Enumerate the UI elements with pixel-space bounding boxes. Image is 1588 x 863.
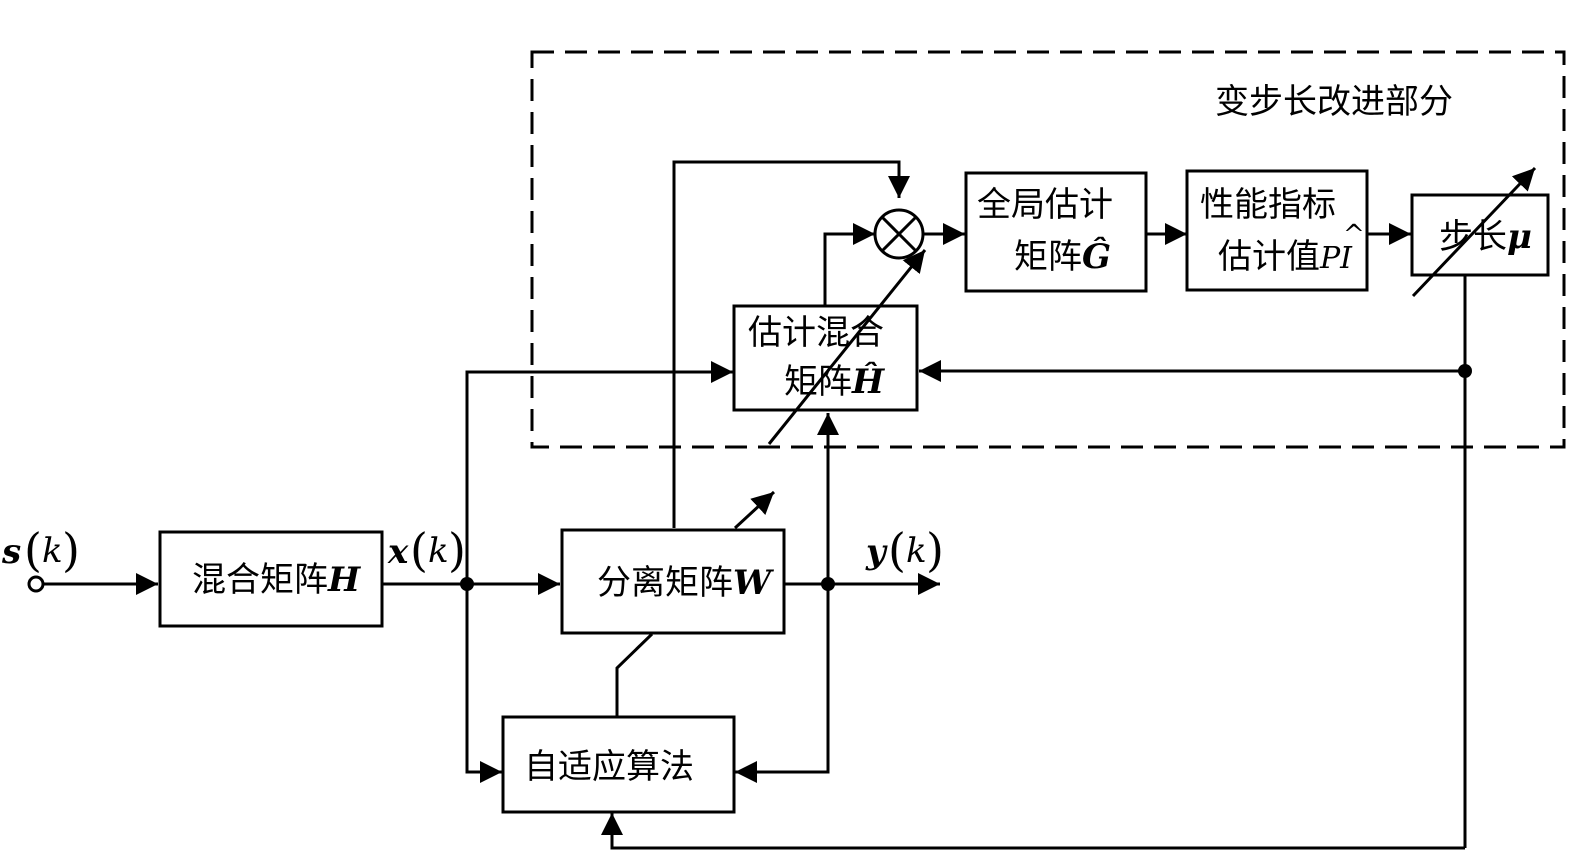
wire-step-to-adaptive [612, 813, 1465, 848]
svg-text:(: ( [410, 523, 428, 577]
performance-index-line2: 估计值PI [1218, 237, 1353, 277]
step-size-label: 步长μ [1439, 217, 1532, 257]
wire-adaptive-to-separation [617, 634, 652, 716]
separation-matrix-label: 分离矩阵W [597, 563, 774, 603]
estimate-mixing-line1: 估计混合 [748, 313, 884, 353]
tunable-arrow-separation [735, 492, 774, 528]
svg-text:s: s [1, 532, 21, 572]
region-label: 变步长改进部分 [1215, 82, 1453, 122]
signal-y: y ( k ) [865, 523, 944, 577]
signal-x: x ( k ) [387, 523, 466, 577]
svg-text:k: k [906, 531, 927, 571]
estimate-mixing-line2: 矩阵Ĥ [784, 361, 886, 402]
performance-index-line1: 性能指标 [1200, 185, 1336, 225]
svg-text:(: ( [24, 523, 42, 577]
svg-text:x: x [387, 532, 409, 572]
svg-text:): ) [448, 523, 466, 577]
mixing-matrix-label: 混合矩阵H [192, 560, 362, 600]
performance-index-hat: ^ [1343, 220, 1365, 250]
svg-text:k: k [428, 531, 449, 571]
global-estimate-line1: 全局估计 [977, 185, 1113, 225]
adaptive-algorithm-label: 自适应算法 [524, 747, 694, 787]
svg-text:k: k [42, 531, 63, 571]
multiplier-node [875, 210, 923, 258]
global-estimate-line2: 矩阵Ĝ [1014, 236, 1111, 277]
svg-text:y: y [865, 532, 888, 572]
input-terminal [29, 577, 43, 591]
svg-text:): ) [62, 523, 80, 577]
wire-estimate-to-multiplier [825, 234, 875, 305]
signal-s: s ( k ) [1, 523, 80, 577]
svg-text:(: ( [888, 523, 906, 577]
svg-text:): ) [926, 523, 944, 577]
wire-x-to-adaptive [467, 584, 502, 772]
